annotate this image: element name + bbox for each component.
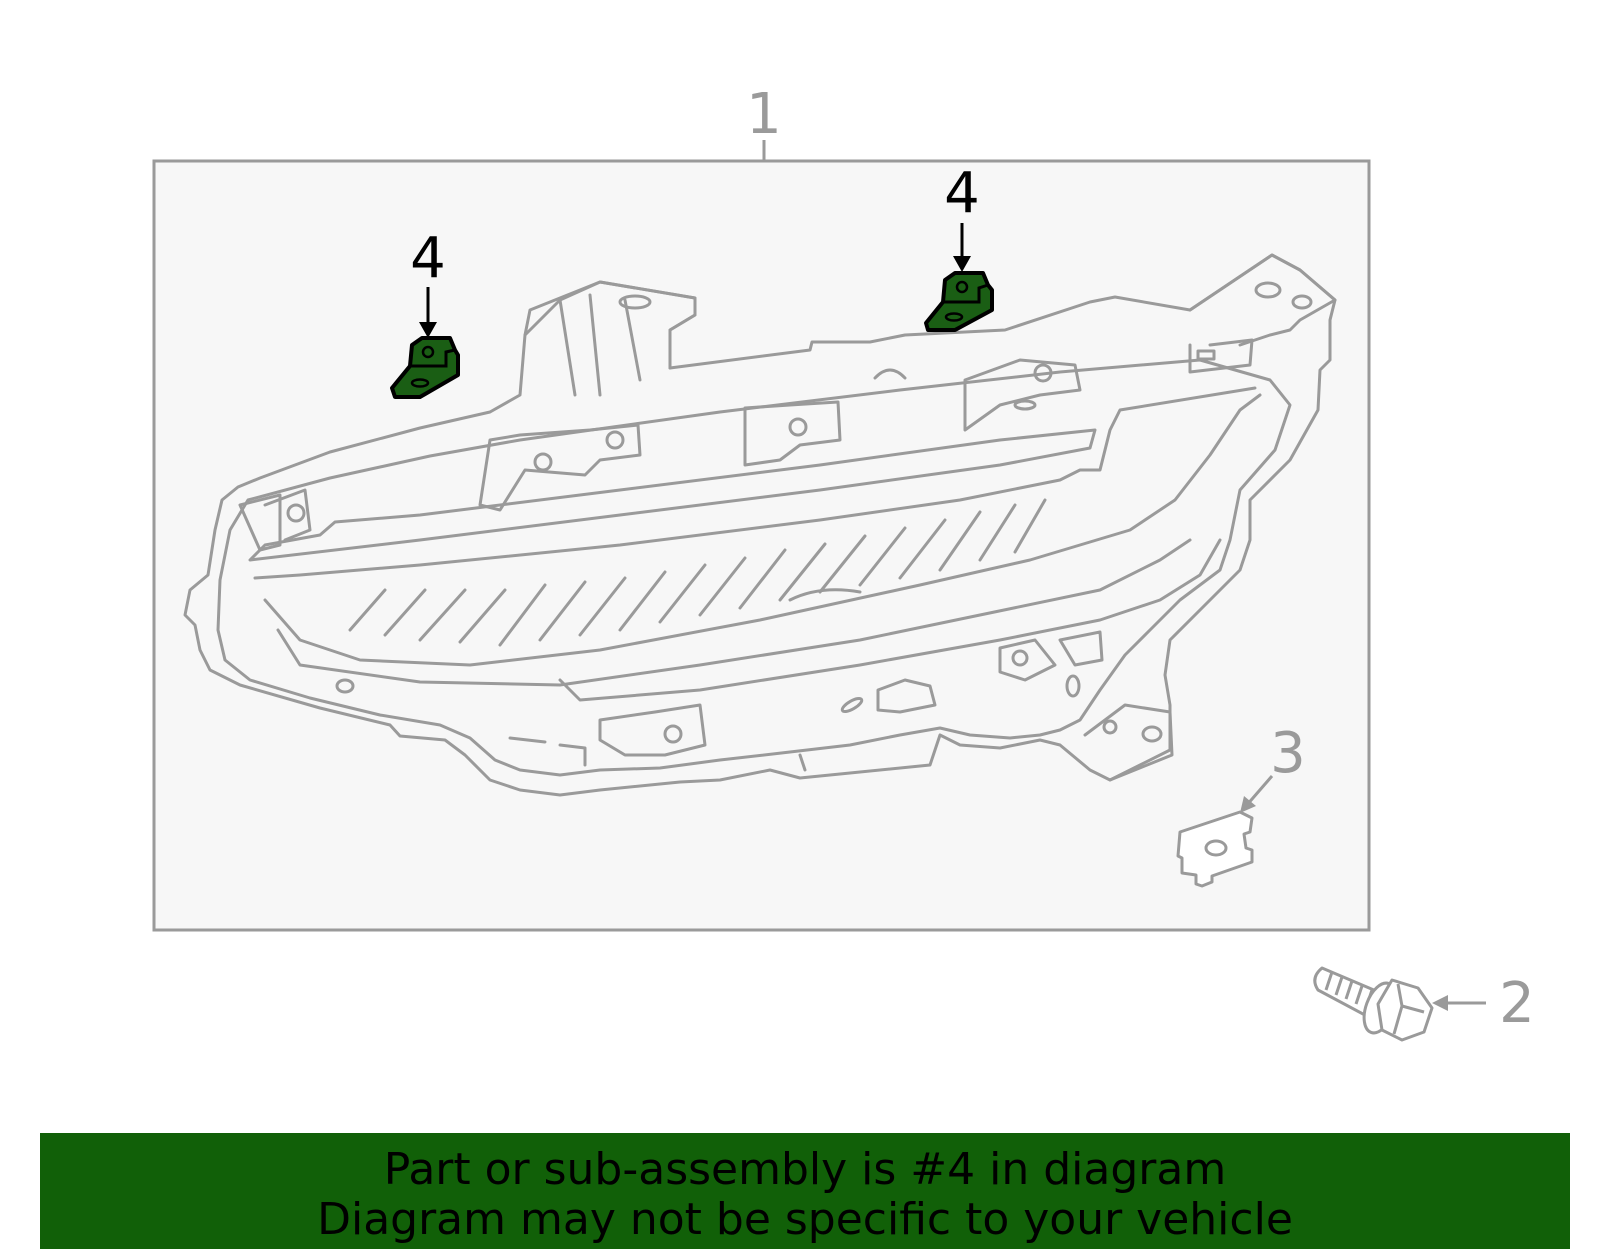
- headlamp-assembly: [183, 253, 1337, 797]
- arrowhead-4-right: [953, 256, 971, 272]
- callout-2: 2: [1499, 971, 1535, 1036]
- clip-part: [1176, 810, 1254, 888]
- callout-1: 1: [746, 82, 782, 147]
- banner-line-2: Diagram may not be specific to your vehi…: [317, 1194, 1293, 1245]
- arrowhead-3: [1240, 796, 1256, 813]
- arrowhead-2: [1432, 995, 1448, 1011]
- info-banner: Part or sub-assembly is #4 in diagram Di…: [40, 1133, 1570, 1249]
- bracket-left: [390, 336, 460, 399]
- banner-line-1: Part or sub-assembly is #4 in diagram: [383, 1144, 1227, 1195]
- callout-3: 3: [1270, 721, 1306, 786]
- callout-4-left: 4: [410, 226, 446, 291]
- leader-3: [1244, 775, 1274, 807]
- bolt-part: [1313, 966, 1434, 1042]
- arrowhead-4-left: [419, 322, 437, 338]
- bracket-right: [924, 271, 994, 332]
- callout-4-right: 4: [944, 161, 980, 226]
- assembly-frame: [152, 159, 1371, 932]
